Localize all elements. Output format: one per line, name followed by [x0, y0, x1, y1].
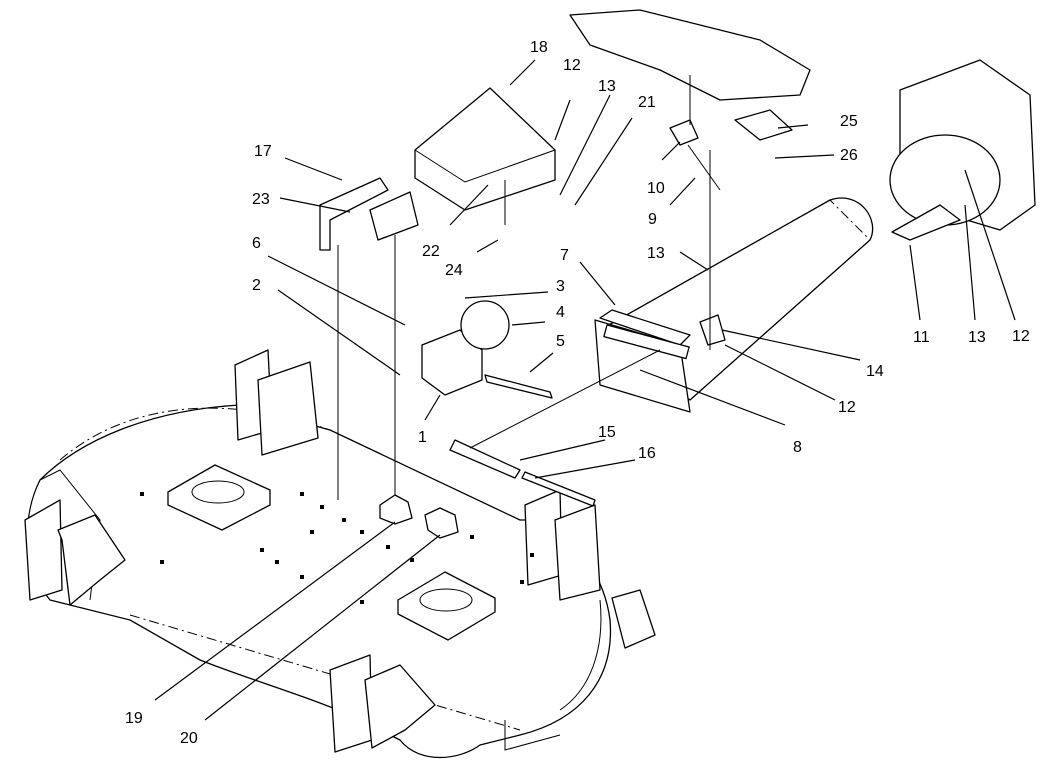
rod-16	[521, 471, 596, 507]
spring-9	[687, 144, 721, 191]
callout-8: 8	[793, 439, 802, 456]
blower-housing	[889, 59, 1036, 231]
callout-17: 17	[254, 143, 272, 160]
callout-6: 6	[252, 235, 261, 252]
callout-15: 15	[598, 424, 616, 441]
leader-lines	[154, 59, 1016, 721]
callout-16: 16	[638, 445, 656, 462]
callout-5: 5	[556, 333, 565, 350]
deck-bracket-front	[329, 654, 436, 753]
assembly-lines	[337, 75, 711, 500]
deck-bracket-back	[234, 349, 319, 456]
deck-bracket-right	[524, 489, 656, 649]
callout-labels: 1 2 3 4 5 6 7 8 9 10 11 12 12 12 13 13 1…	[125, 39, 1030, 747]
callout-12-top: 12	[563, 57, 581, 74]
deck-bracket-left	[24, 499, 126, 606]
bracket-17	[319, 177, 419, 251]
mounting-box-18	[414, 87, 556, 211]
pivot-bracket-1	[421, 329, 483, 396]
callout-21: 21	[638, 94, 656, 111]
washer-14	[699, 314, 726, 346]
latch-10	[669, 119, 699, 146]
lever-15	[449, 349, 661, 479]
callout-12-chute: 12	[838, 399, 856, 416]
foot-20	[424, 507, 459, 539]
callout-3: 3	[556, 278, 565, 295]
latch-25	[734, 109, 793, 141]
deck-holes	[140, 492, 534, 604]
callout-20: 20	[180, 730, 198, 747]
cover-plate	[569, 9, 811, 101]
callout-19: 19	[125, 710, 143, 727]
callout-7: 7	[560, 247, 569, 264]
callout-13-blower: 13	[968, 329, 986, 346]
blower-deflector	[891, 204, 961, 241]
callout-12-blower: 12	[1012, 328, 1030, 345]
callout-9: 9	[648, 211, 657, 228]
callout-25: 25	[840, 113, 858, 130]
callout-4: 4	[556, 304, 565, 321]
foot-19	[379, 494, 413, 525]
callout-11: 11	[913, 329, 930, 346]
callout-26: 26	[840, 147, 858, 164]
discharge-chute	[594, 197, 874, 413]
callout-13-mid: 13	[647, 245, 665, 262]
callout-22: 22	[422, 243, 440, 260]
knob-4	[460, 300, 510, 350]
callout-10: 10	[647, 180, 665, 197]
callout-1: 1	[418, 429, 427, 446]
mower-deck	[24, 349, 656, 759]
bolt-5	[484, 374, 553, 399]
spindle-mount-right	[397, 571, 496, 641]
callout-23: 23	[252, 191, 270, 208]
callout-18: 18	[530, 39, 548, 56]
callout-24: 24	[445, 262, 463, 279]
callout-2: 2	[252, 277, 261, 294]
callout-14: 14	[866, 363, 884, 380]
spindle-mount-left	[167, 464, 271, 531]
callout-13-top: 13	[598, 78, 616, 95]
